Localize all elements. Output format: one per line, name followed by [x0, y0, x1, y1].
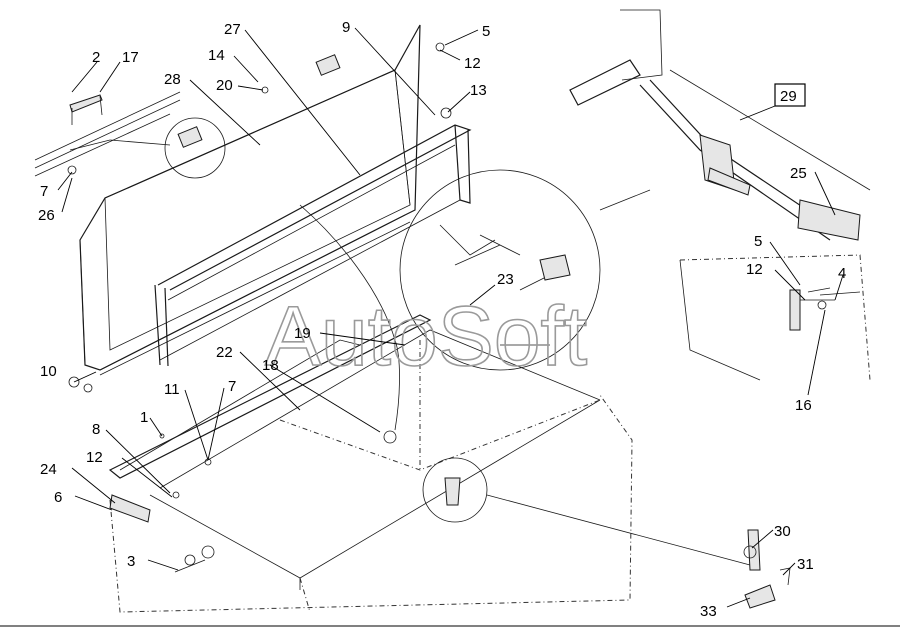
- callout-18: 18: [262, 357, 279, 374]
- callout-10: 10: [40, 363, 57, 380]
- callout-29: 29: [780, 88, 797, 105]
- stay-cable: [299, 204, 400, 444]
- hinge-detail: [399, 169, 651, 371]
- lid-panel: [79, 24, 421, 376]
- callout-12: 12: [464, 55, 481, 72]
- callout-labels: 2 17 28 7 26 14 20 27 9 5 12 13 29 25 5 …: [38, 19, 846, 620]
- callout-29-box: [774, 83, 806, 107]
- callout-13: 13: [470, 82, 487, 99]
- callout-26: 26: [38, 207, 55, 224]
- callout-11: 11: [164, 381, 180, 398]
- callout-24: 24: [40, 461, 57, 478]
- callout-28: 28: [164, 71, 181, 88]
- latch-detail: [422, 457, 751, 566]
- callout-14: 14: [208, 47, 225, 64]
- callout-5: 5: [482, 23, 490, 40]
- frame-rails: [108, 124, 472, 479]
- callout-31: 31: [797, 556, 814, 573]
- callout-22: 22: [216, 344, 233, 361]
- leader-lines: [57, 27, 844, 608]
- callout-27: 27: [224, 21, 241, 38]
- callout-1: 1: [140, 409, 148, 426]
- callout-5-right: 5: [754, 233, 762, 250]
- callout-19: 19: [294, 325, 311, 342]
- callout-25: 25: [790, 165, 807, 182]
- callout-17: 17: [122, 49, 139, 66]
- callout-4: 4: [838, 265, 846, 282]
- callout-12-lower: 12: [86, 449, 103, 466]
- callout-2: 2: [92, 49, 100, 66]
- callout-33: 33: [700, 603, 717, 620]
- box-body: [109, 329, 633, 613]
- callout-3: 3: [127, 553, 135, 570]
- callout-20: 20: [216, 77, 233, 94]
- callout-23: 23: [497, 271, 514, 288]
- callout-12-right: 12: [746, 261, 763, 278]
- callout-7: 7: [40, 183, 48, 200]
- callout-7-lower: 7: [228, 378, 236, 395]
- callout-8: 8: [92, 421, 100, 438]
- left-rail-detail: [34, 91, 226, 179]
- watermark-text: AutoSoft: [265, 289, 587, 383]
- callout-9: 9: [342, 19, 350, 36]
- linkage-detail: [569, 9, 871, 381]
- callout-16: 16: [795, 397, 812, 414]
- callout-6: 6: [54, 489, 62, 506]
- callout-30: 30: [774, 523, 791, 540]
